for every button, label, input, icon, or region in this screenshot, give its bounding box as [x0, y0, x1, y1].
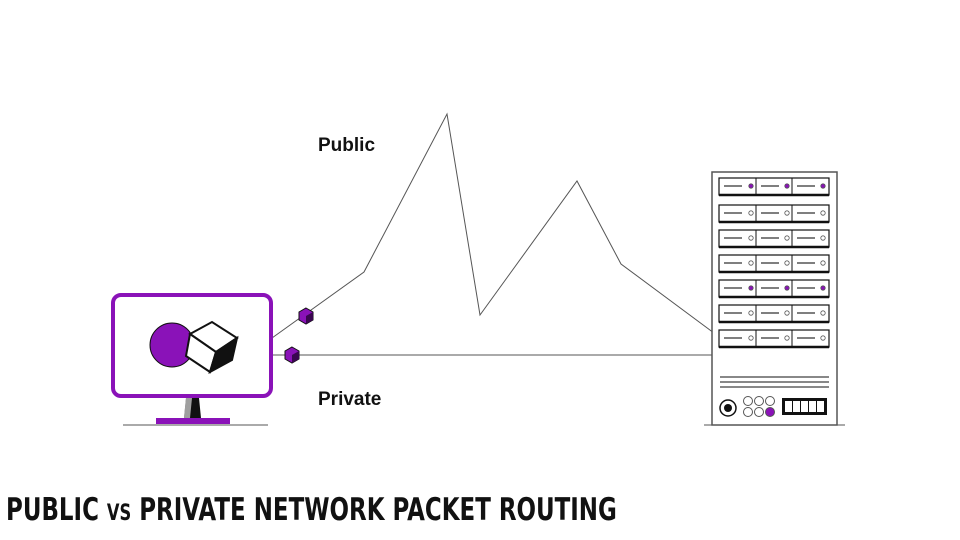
server-unit	[718, 229, 830, 249]
private-packet-icon	[284, 346, 300, 364]
diagram-caption: PUBLIC VS PRIVATE NETWORK PACKET ROUTING	[6, 492, 617, 528]
server-unit	[718, 177, 830, 197]
server-rack-icon	[704, 171, 845, 426]
caption-part-private: PRIVATE NETWORK PACKET ROUTING	[131, 492, 617, 528]
server-unit	[718, 279, 830, 299]
server-unit	[718, 304, 830, 324]
public-route-label: Public	[318, 135, 376, 156]
server-unit	[718, 329, 830, 349]
public-packet-icon	[298, 307, 314, 325]
server-unit	[718, 254, 830, 274]
caption-part-vs: VS	[106, 501, 132, 526]
computer-monitor-icon	[111, 293, 273, 426]
caption-part-public: PUBLIC	[6, 492, 107, 528]
private-route-label: Private	[318, 389, 382, 410]
server-unit	[718, 204, 830, 224]
public-route-line	[271, 112, 719, 339]
